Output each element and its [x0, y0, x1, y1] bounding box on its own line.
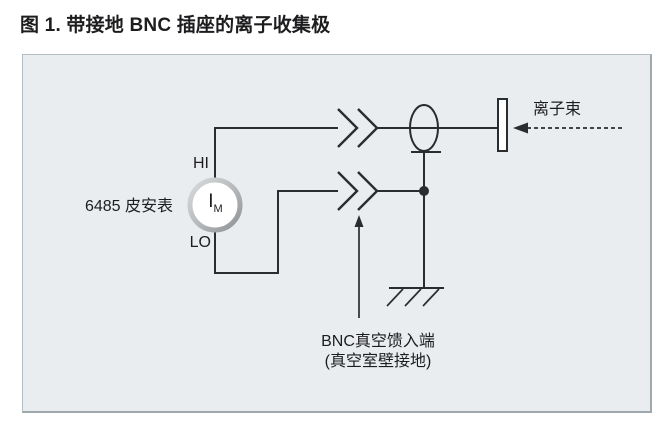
hi-terminal-label: HI [193, 155, 209, 172]
meter-symbol: IM [208, 191, 223, 215]
bnc-connector-bottom-icon [357, 171, 379, 211]
hi-wire [214, 127, 338, 179]
lo-wire [214, 190, 338, 274]
feedthrough-label-line1: BNC真空馈入端 [321, 333, 435, 350]
bnc-connector-top-icon [337, 108, 359, 148]
collector-plate [497, 98, 508, 152]
callout-arrow-icon [354, 215, 364, 318]
bnc-connector-top-icon [357, 108, 379, 148]
diagram-panel: 6485 皮安表 HI LO IM 离子束 BNC真空馈入端 (真空室壁接地) [22, 54, 652, 413]
bnc-connector-bottom-icon [337, 171, 359, 211]
lo-terminal-label: LO [189, 234, 211, 251]
ion-beam-arrow-icon [513, 122, 624, 134]
feedthrough-label: BNC真空馈入端 (真空室壁接地) [278, 332, 478, 372]
feedthrough-label-line2: (真空室壁接地) [324, 353, 432, 370]
ion-beam-label: 离子束 [533, 101, 582, 118]
meter-label: 6485 皮安表 [84, 198, 173, 215]
figure-title: 图 1. 带接地 BNC 插座的离子收集极 [20, 15, 331, 36]
meter-circle [187, 177, 243, 233]
ground-icon [386, 287, 444, 307]
circuit-diagram [187, 98, 624, 318]
